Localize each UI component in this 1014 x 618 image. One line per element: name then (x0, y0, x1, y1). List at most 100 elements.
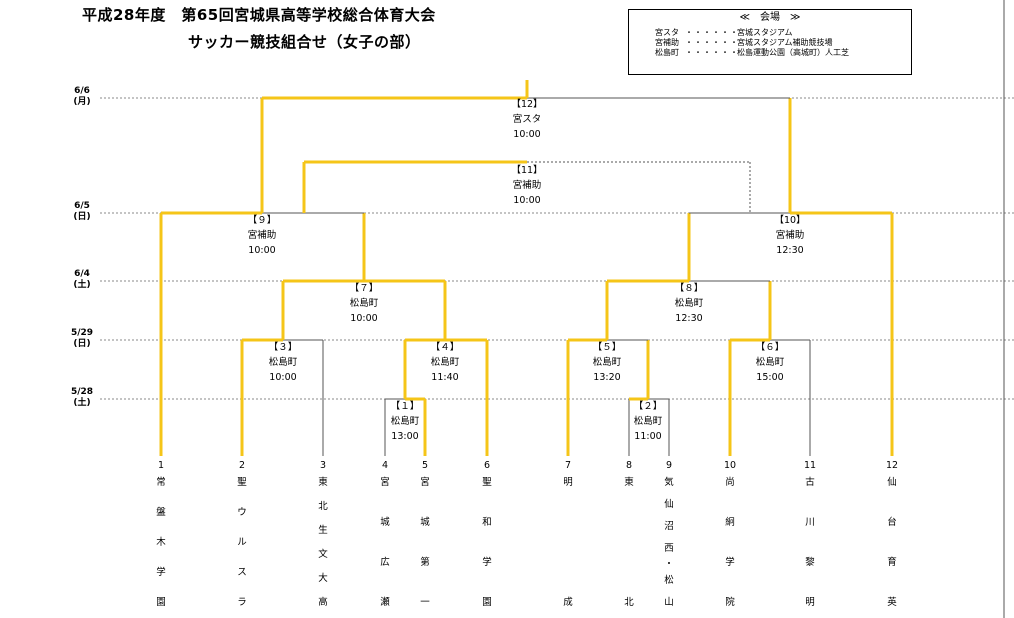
team-name-char: 絅 (725, 517, 735, 528)
team-name-char: 学 (482, 557, 492, 568)
team-name-char: 川 (805, 517, 815, 528)
team-name-char: 明 (805, 597, 815, 608)
team-name-char: ラ (237, 597, 247, 608)
team-name-char: 育 (887, 557, 897, 568)
match-num: 【11】 (511, 165, 543, 176)
team-name-char: 北 (624, 597, 634, 608)
venue-abbr: 宮スタ (655, 28, 679, 37)
round-date: 5/28(土) (62, 387, 102, 409)
match-time: 10:00 (350, 313, 378, 324)
team-name-char: ス (237, 567, 247, 578)
team-name-char: 西 (664, 543, 674, 554)
team-name-char: 北 (318, 501, 328, 512)
match-venue: 宮補助 (247, 230, 277, 241)
match-time: 12:30 (675, 313, 703, 324)
team-number: 8 (625, 460, 633, 471)
match-time: 15:00 (756, 372, 784, 383)
team-name-char: 学 (725, 557, 735, 568)
round-date-weekday: (日) (73, 212, 91, 222)
team-name-char: 文 (318, 549, 328, 560)
match-time: 11:00 (634, 431, 662, 442)
team-name-char: 聖 (482, 477, 492, 488)
match-time: 13:20 (593, 372, 621, 383)
round-date: 6/4(土) (62, 269, 102, 291)
match-time: 10:00 (248, 245, 276, 256)
match-venue: 宮補助 (512, 180, 542, 191)
team-name-char: 園 (482, 597, 492, 608)
match-num: 【８】 (674, 283, 704, 294)
team-name-char: 城 (420, 517, 430, 528)
match-venue: 松島町 (349, 298, 379, 309)
team-name-char: 山 (664, 597, 674, 608)
match-num: 【３】 (268, 342, 298, 353)
round-date: 6/6(月) (62, 86, 102, 108)
team-name-char: 広 (380, 557, 390, 568)
match-venue: 松島町 (755, 357, 785, 368)
match-label: 【９】宮補助 10:00 (227, 213, 297, 258)
match-num: 【１】 (390, 401, 420, 412)
team-name-char: 生 (318, 525, 328, 536)
match-label: 【６】松島町 15:00 (735, 340, 805, 385)
round-date: 5/29(日) (62, 328, 102, 350)
tournament-title: 平成28年度 第65回宮城県高等学校総合体育大会 (82, 6, 436, 24)
team-name-char: 英 (887, 597, 897, 608)
venue-abbr: 松島町 (655, 48, 679, 57)
venue-full: 宮城スタジアム (737, 28, 793, 37)
team-number: 11 (803, 460, 817, 471)
venue-row: 宮スタ・・・・・・宮城スタジアム (655, 27, 792, 38)
team-name-char: 城 (380, 517, 390, 528)
match-num: 【９】 (247, 215, 277, 226)
team-name-char: 黎 (805, 557, 815, 568)
match-venue: 松島町 (390, 416, 420, 427)
team-name-char: 院 (725, 597, 735, 608)
team-number: 12 (885, 460, 899, 471)
match-venue: 松島町 (592, 357, 622, 368)
team-name-char: ・ (664, 559, 674, 570)
team-name-char: 沼 (664, 521, 674, 532)
venue-dots: ・・・・・・ (685, 38, 739, 47)
match-num: 【５】 (592, 342, 622, 353)
round-date: 6/5(日) (62, 201, 102, 223)
team-name-char: 仙 (664, 499, 674, 510)
team-name-char: 松 (664, 575, 674, 586)
round-date-weekday: (土) (73, 398, 91, 408)
team-number: 1 (157, 460, 165, 471)
round-date-weekday: (日) (73, 339, 91, 349)
team-name-char: ウ (237, 507, 247, 518)
venue-row: 宮補助・・・・・・宮城スタジアム補助競技場 (655, 37, 832, 48)
match-num: 【７】 (349, 283, 379, 294)
round-date-day: 5/29 (70, 328, 94, 338)
team-number: 2 (238, 460, 246, 471)
team-name-char: 尚 (725, 477, 735, 488)
team-name-char: 木 (156, 537, 166, 548)
team-number: 4 (381, 460, 389, 471)
team-name-char: 盤 (156, 507, 166, 518)
match-label: 【７】松島町 10:00 (329, 281, 399, 326)
match-num: 【６】 (755, 342, 785, 353)
venue-dots: ・・・・・・ (685, 48, 739, 57)
venue-full: 宮城スタジアム補助競技場 (737, 38, 833, 47)
match-time: 11:40 (431, 372, 459, 383)
venue-row: 松島町・・・・・・松島運動公園（高城町）人工芝 (655, 47, 849, 58)
match-num: 【10】 (774, 215, 806, 226)
round-date-day: 6/5 (74, 201, 90, 211)
team-name-char: 高 (318, 597, 328, 608)
team-number: 9 (665, 460, 673, 471)
venue-legend: ≪ 会場 ≫ 宮スタ・・・・・・宮城スタジアム 宮補助・・・・・・宮城スタジアム… (628, 9, 912, 75)
venue-full: 松島運動公園（高城町）人工芝 (737, 48, 849, 57)
match-num: 【４】 (430, 342, 460, 353)
team-number: 10 (723, 460, 737, 471)
team-name-char: 宮 (420, 477, 430, 488)
match-time: 10:00 (513, 129, 541, 140)
event-subtitle: サッカー競技組合せ（女子の部） (188, 33, 421, 51)
round-date-weekday: (土) (73, 280, 91, 290)
match-time: 12:30 (776, 245, 804, 256)
match-venue: 松島町 (268, 357, 298, 368)
